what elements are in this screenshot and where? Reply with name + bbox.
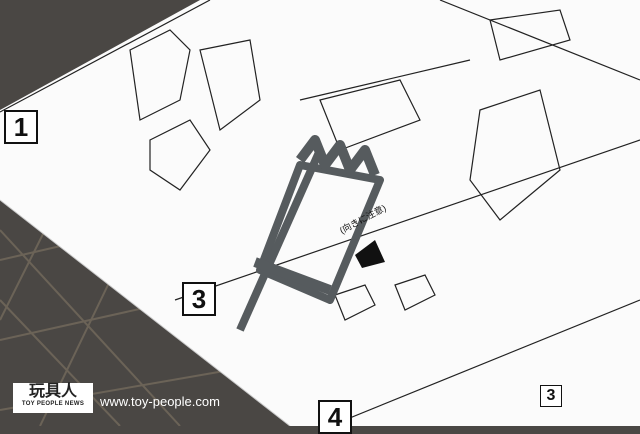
gray-plastic-part [236, 135, 384, 332]
logo-subtext: TOY PEOPLE NEWS [21, 401, 85, 407]
part-callout-3: 3 [540, 385, 562, 407]
step-number-4: 4 [318, 400, 352, 434]
logo-text: 玩具人 [28, 383, 77, 400]
step-number-3: 3 [182, 282, 216, 316]
watermark-logo: 玩具人 TOY PEOPLE NEWS [13, 383, 93, 413]
step-number-1: 1 [4, 110, 38, 144]
watermark-url: www.toy-people.com [100, 394, 220, 409]
